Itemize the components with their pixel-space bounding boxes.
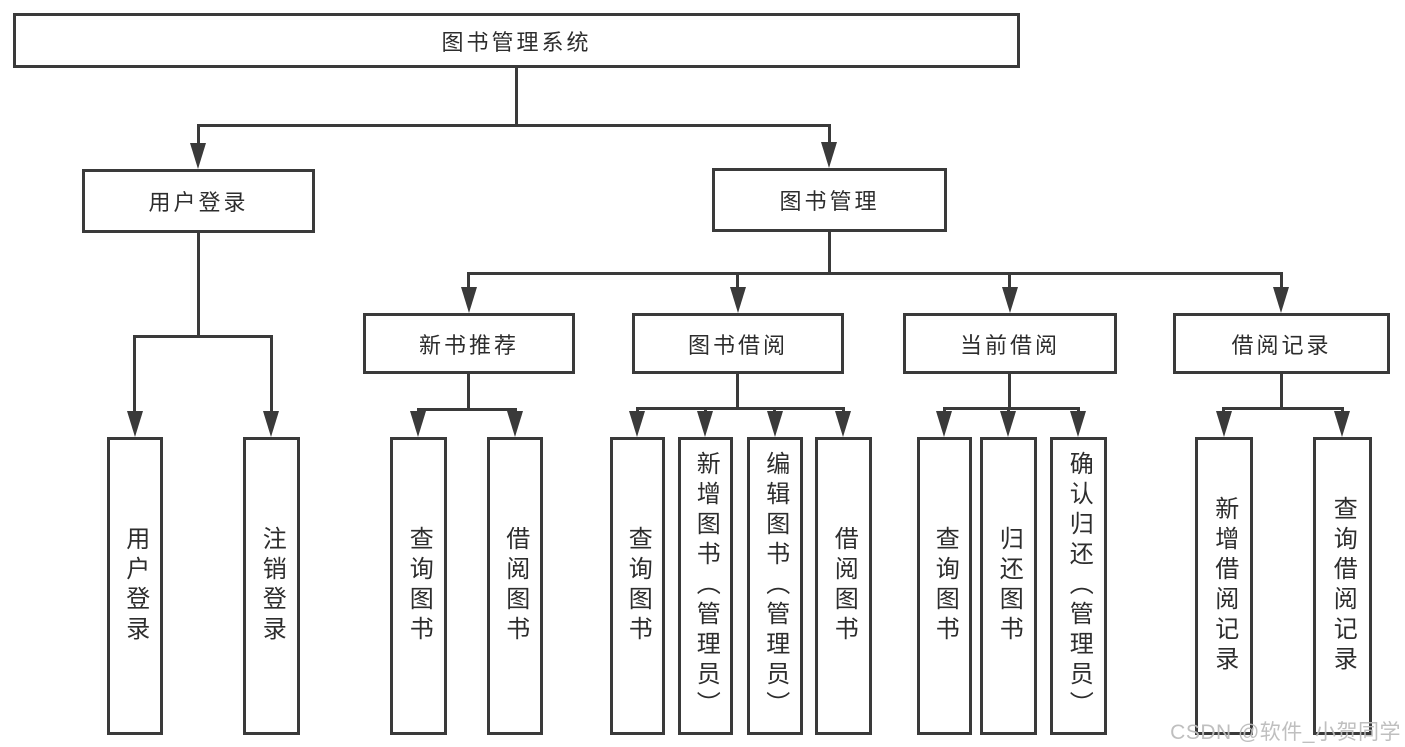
- connector-line: [828, 124, 831, 150]
- arrowhead-down-icon: [190, 143, 206, 169]
- node-borrowing-records: 借阅记录: [1173, 313, 1390, 374]
- arrowhead-down-icon: [821, 142, 837, 168]
- arrowhead-down-icon: [767, 411, 783, 437]
- node-label: 查询借阅记录: [1329, 496, 1357, 676]
- arrowhead-down-icon: [936, 411, 952, 437]
- node-cb-return-books: 归还图书: [980, 437, 1037, 735]
- node-book-borrowing: 图书借阅: [632, 313, 844, 374]
- connector-line: [467, 374, 470, 408]
- node-rec-query-books: 查询图书: [390, 437, 447, 735]
- node-user-login: 用户登录: [82, 169, 315, 233]
- node-label: 新增借阅记录: [1210, 496, 1238, 676]
- node-label: 借阅图书: [830, 526, 858, 646]
- node-br-query-record: 查询借阅记录: [1313, 437, 1372, 735]
- node-label: 新增图书（管理员）: [692, 451, 720, 721]
- node-bb-borrow-books: 借阅图书: [815, 437, 872, 735]
- node-label: 用户登录: [121, 526, 149, 646]
- connector-line: [133, 335, 273, 338]
- connector-line: [636, 407, 845, 410]
- arrowhead-down-icon: [1000, 411, 1016, 437]
- arrowhead-down-icon: [1334, 411, 1350, 437]
- node-label: 归还图书: [995, 526, 1023, 646]
- arrowhead-down-icon: [507, 411, 523, 437]
- node-label: 当前借阅: [959, 332, 1060, 358]
- connector-line: [197, 124, 200, 150]
- node-label: 确认归还（管理员）: [1065, 451, 1093, 721]
- connector-line: [467, 272, 1283, 275]
- connector-line: [417, 408, 517, 411]
- arrowhead-down-icon: [127, 411, 143, 437]
- node-book-management: 图书管理: [712, 168, 947, 232]
- connector-line: [1280, 374, 1283, 407]
- node-new-book-recommendation: 新书推荐: [363, 313, 575, 374]
- node-cb-confirm-return-admin: 确认归还（管理员）: [1050, 437, 1107, 735]
- arrowhead-down-icon: [1070, 411, 1086, 437]
- node-label: 图书借阅: [687, 332, 788, 358]
- arrowhead-down-icon: [1002, 287, 1018, 313]
- connector-line: [467, 272, 470, 294]
- node-label: 借阅记录: [1231, 332, 1332, 358]
- node-br-add-record: 新增借阅记录: [1195, 437, 1253, 735]
- connector-line: [1280, 272, 1283, 294]
- node-label: 查询图书: [405, 526, 433, 646]
- node-library-management-system: 图书管理系统: [13, 13, 1020, 68]
- connector-line: [943, 407, 1080, 410]
- node-label: 编辑图书（管理员）: [761, 451, 789, 721]
- connector-line: [736, 374, 739, 407]
- connector-line: [736, 272, 739, 294]
- node-leaf-user-login: 用户登录: [107, 437, 163, 735]
- arrowhead-down-icon: [629, 411, 645, 437]
- node-label: 借阅图书: [501, 526, 529, 646]
- node-label: 图书管理系统: [441, 29, 592, 55]
- connector-line: [1222, 407, 1344, 410]
- arrowhead-down-icon: [1273, 287, 1289, 313]
- arrowhead-down-icon: [730, 287, 746, 313]
- node-label: 查询图书: [624, 526, 652, 646]
- arrowhead-down-icon: [461, 287, 477, 313]
- connector-line: [828, 232, 831, 272]
- node-label: 用户登录: [148, 190, 249, 215]
- arrowhead-down-icon: [835, 411, 851, 437]
- connector-line: [133, 335, 136, 415]
- connector-line: [1008, 272, 1011, 294]
- watermark: CSDN @软件_小贺同学: [1170, 721, 1401, 744]
- connector-line: [270, 335, 273, 415]
- node-label: 新书推荐: [418, 332, 519, 358]
- node-current-borrowing: 当前借阅: [903, 313, 1117, 374]
- arrowhead-down-icon: [697, 411, 713, 437]
- connector-line: [197, 233, 200, 335]
- arrowhead-down-icon: [410, 411, 426, 437]
- node-label: 查询图书: [931, 526, 959, 646]
- connector-line: [1008, 374, 1011, 407]
- node-bb-edit-books-admin: 编辑图书（管理员）: [747, 437, 803, 735]
- node-leaf-logout: 注销登录: [243, 437, 300, 735]
- node-bb-add-books-admin: 新增图书（管理员）: [678, 437, 733, 735]
- node-bb-query-books: 查询图书: [610, 437, 665, 735]
- connector-line: [197, 124, 831, 127]
- node-cb-query-books: 查询图书: [917, 437, 972, 735]
- arrowhead-down-icon: [1216, 411, 1232, 437]
- connector-line: [515, 68, 518, 124]
- node-label: 注销登录: [258, 526, 286, 646]
- node-rec-borrow-books: 借阅图书: [487, 437, 543, 735]
- arrowhead-down-icon: [263, 411, 279, 437]
- node-label: 图书管理: [779, 189, 880, 214]
